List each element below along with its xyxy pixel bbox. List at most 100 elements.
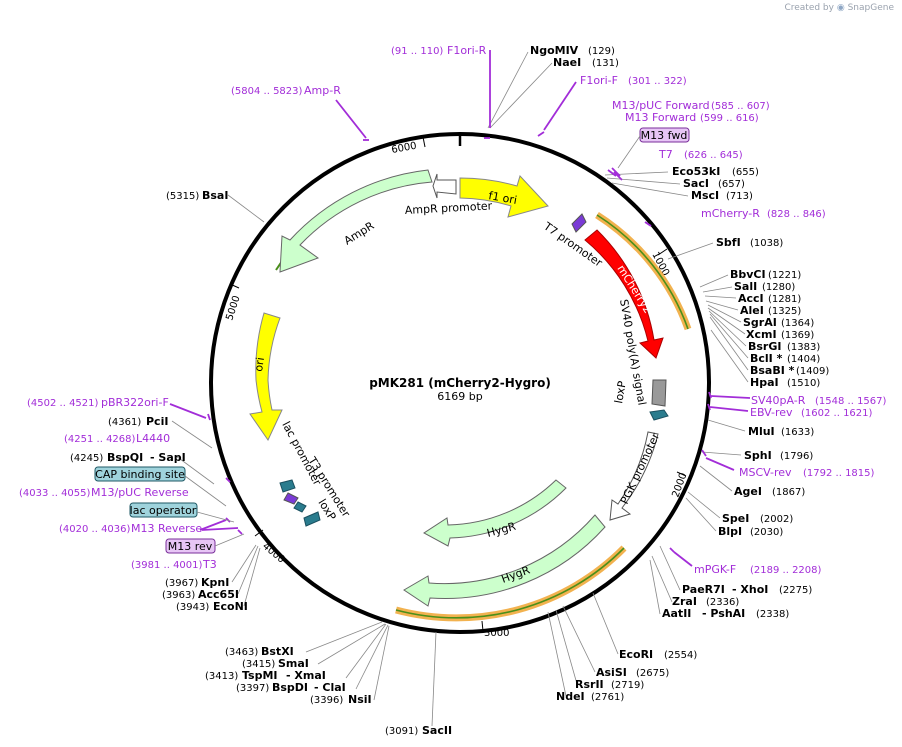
enzyme-zrai: ZraI: [672, 595, 697, 608]
enzyme-rsrii-pos: (2719): [611, 680, 644, 691]
enzyme-bbvci-pos: (1221): [768, 270, 801, 281]
enzyme-xcmi: XcmI: [746, 328, 777, 341]
snapgene-logo-icon: ◉: [836, 3, 845, 13]
enzyme-acci-pos: (1281): [768, 294, 801, 305]
enzyme-pcii: PciI: [146, 415, 168, 428]
enzyme-bsabi: BsaBI *: [750, 364, 795, 377]
enzyme-tspmi: TspMI: [242, 669, 278, 682]
enzyme-nsii: NsiI: [348, 693, 372, 706]
credit-text: Created by: [784, 3, 834, 13]
feature-label-loxp-right: loxP: [612, 380, 629, 405]
enzyme-clai-name: ClaI: [322, 681, 345, 694]
feature-label-ampr: AmpR: [342, 219, 377, 248]
enzyme-xhoi-pos: (2275): [779, 585, 812, 596]
enzyme-acc65i-pos: (3963): [162, 590, 195, 601]
enzyme-nsii-pos: (3396): [310, 695, 343, 706]
enzyme-leader-lines: [171, 51, 749, 727]
enzyme-acci: AccI: [738, 292, 764, 305]
enzyme-xmai-pos: (3413): [205, 671, 238, 682]
enzyme-xcmi-pos: (1369): [781, 330, 814, 341]
primer-ebv-rev-range: (1602 .. 1621): [801, 408, 873, 419]
primer-band-mcherry-inner: [596, 214, 689, 330]
enzyme-smai-pos: (3415): [242, 659, 275, 670]
enzyme-pcii-pos: (4361): [108, 417, 141, 428]
box-cap-binding-site: CAP binding site: [94, 466, 227, 507]
enzyme-sgrai: SgrAI: [743, 316, 777, 329]
enzyme-saci: SacI: [683, 177, 709, 190]
enzyme-sgrai-pos: (1364): [781, 318, 814, 329]
enzyme-rsrii: RsrII: [575, 678, 604, 691]
enzyme-xhoi: - XhoI: [732, 583, 768, 596]
primer-m13-puc-forward-range: (585 .. 607): [711, 101, 770, 112]
feature-label-f1-ori: f1 ori: [487, 189, 518, 207]
enzyme-ndei-pos: (2761): [591, 692, 624, 703]
enzyme-agei: AgeI: [734, 485, 762, 498]
enzyme-naei-pos: (131): [592, 58, 619, 69]
primer-mcherry-r-range: (828 .. 846): [767, 209, 826, 220]
enzyme-acc65i: Acc65I: [198, 588, 239, 601]
primer-l4440: L4440: [136, 432, 170, 445]
enzyme-econi: EcoNI: [213, 600, 248, 613]
enzyme-asisi: AsiSI: [596, 666, 627, 679]
primer-t3-range: (3981 .. 4001): [131, 560, 203, 571]
feature-label-pgk-promoter: PGK promoter: [618, 431, 662, 507]
feature-label-ampr-promoter: AmpR promoter: [404, 199, 492, 217]
enzyme-ngomiv-pos: (129): [588, 46, 615, 57]
enzyme-bsrgi-pos: (1383): [787, 342, 820, 353]
box-m13-fwd: M13 fwd: [617, 127, 690, 169]
enzyme-hpai: HpaI: [750, 376, 779, 389]
enzyme-clai-pos: (3397): [236, 683, 269, 694]
enzyme-kpni-pos: (3967): [165, 578, 198, 589]
tick-marks: [229, 136, 687, 632]
enzyme-agei-pos: (1867): [772, 487, 805, 498]
tick-label-6000: 6000: [391, 141, 418, 156]
box-m13-fwd-label: M13 fwd: [641, 129, 688, 142]
enzyme-sphi-pos: (1796): [780, 451, 813, 462]
enzyme-sapi: - SapI: [150, 451, 186, 464]
enzyme-mlui-pos: (1633): [781, 427, 814, 438]
feature-hygr-inner: HygR: [423, 479, 567, 547]
primer-t7-range: (626 .. 645): [684, 150, 743, 161]
enzyme-ndei: NdeI: [556, 690, 585, 703]
enzyme-paer7i: PaeR7I: [682, 583, 725, 596]
enzyme-pshai-pos: (2338): [756, 609, 789, 620]
primer-mcherry-r: mCherry-R: [701, 207, 760, 220]
enzyme-xhoi-name: XhoI: [740, 583, 768, 596]
enzyme-saci-pos: (657): [718, 179, 745, 190]
primer-mscv-rev: MSCV-rev: [739, 466, 792, 479]
feature-f1-ori: f1 ori: [459, 175, 549, 218]
enzyme-sacii-pos: (3091): [385, 726, 418, 737]
enzyme-sbfi-pos: (1038): [750, 238, 783, 249]
primer-m13-puc-forward: M13/pUC Forward: [612, 99, 710, 112]
enzyme-sapi-dash: -: [150, 451, 158, 464]
enzyme-pshai-dash: -: [702, 607, 710, 620]
enzyme-eco53ki-pos: (655): [732, 167, 759, 178]
enzyme-zrai-pos: (2336): [706, 597, 739, 608]
enzyme-clai-dash: -: [314, 681, 322, 694]
primer-pbr322ori-f: pBR322ori-F: [101, 396, 169, 409]
enzyme-sphi: SphI: [744, 449, 772, 462]
enzyme-bsrgi: BsrGI: [748, 340, 781, 353]
feature-label-ori: ori: [252, 356, 267, 372]
primer-pbr322ori-f-range: (4502 .. 4521): [27, 398, 99, 409]
plasmid-title: pMK281 (mCherry2-Hygro): [369, 376, 551, 390]
primer-ebv-rev: EBV-rev: [750, 406, 793, 419]
enzyme-bspdi: BspDI: [272, 681, 308, 694]
enzyme-sacii: SacII: [422, 724, 452, 737]
enzyme-bbvci: BbvCI: [730, 268, 766, 281]
tick-label-3000: 3000: [484, 628, 509, 639]
enzyme-pshai-name: PshAI: [710, 607, 745, 620]
enzyme-bcli: BclI *: [750, 352, 783, 365]
feature-ampr: AmpR: [279, 169, 433, 273]
enzyme-alei: AleI: [740, 304, 764, 317]
enzyme-bsabi-pos: (1409): [796, 366, 829, 377]
enzyme-sali: SalI: [734, 280, 757, 293]
primer-t7: T7: [658, 148, 673, 161]
enzyme-eco53ki: Eco53kI: [672, 165, 720, 178]
enzyme-mlui: MluI: [748, 425, 775, 438]
enzyme-sapi-name: SapI: [158, 451, 185, 464]
enzyme-clai: - ClaI: [314, 681, 346, 694]
primer-f1ori-r-range: (91 .. 110): [391, 46, 443, 57]
enzyme-bstxi: BstXI: [261, 645, 294, 658]
